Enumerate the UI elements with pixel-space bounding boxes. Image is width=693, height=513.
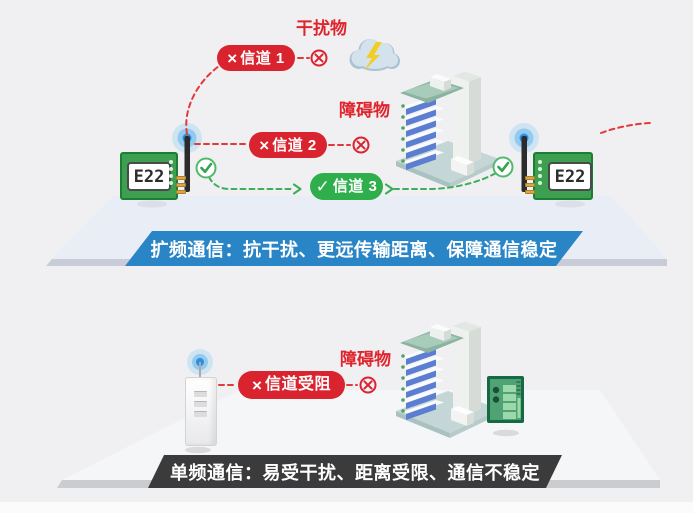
channel3-badge: ✓信道 3	[310, 173, 383, 200]
device-slot	[194, 391, 207, 397]
x-mark-icon: ×	[259, 135, 270, 155]
lightning-icon	[364, 42, 382, 71]
obstacle-label-top: 障碍物	[339, 101, 390, 120]
check-mark-icon: ✓	[315, 177, 330, 196]
interference-label: 干扰物	[296, 19, 347, 38]
cloud-lightning-icon	[349, 39, 400, 71]
spread-spectrum-banner: 扩频通信：抗干扰、更远传输距离、保障通信稳定	[125, 231, 583, 266]
building-icon	[396, 321, 500, 438]
obstacle-label-bottom: 障碍物	[340, 350, 391, 369]
device-slot	[194, 401, 207, 407]
x-mark-icon: ×	[227, 48, 238, 68]
page-bottom-margin	[0, 502, 693, 513]
single-frequency-banner: 单频通信：易受干扰、距离受限、通信不稳定	[148, 455, 562, 488]
building-icon	[396, 71, 500, 188]
left-e22-module: E22	[120, 152, 186, 200]
device-shadow	[493, 429, 519, 437]
module-label: E22	[548, 162, 592, 191]
pcb-holes	[169, 160, 173, 185]
channel1-dashed-path	[185, 65, 220, 135]
pcb-pins	[525, 176, 535, 194]
channel2-label: 信道 2	[272, 136, 317, 154]
channel3-label: 信道 3	[332, 178, 378, 195]
x-mark-icon: ×	[252, 375, 262, 395]
blocked-circle-icon	[352, 136, 370, 154]
channel3-dashed-path-left	[208, 176, 293, 190]
pcb-holes	[538, 160, 542, 185]
device-slot	[194, 411, 207, 417]
blocked-circle-icon	[310, 49, 328, 67]
right-module-shadow	[555, 200, 585, 208]
module-label: E22	[127, 162, 171, 191]
check-circle-icon	[492, 156, 514, 178]
blocked-channel-badge: ×信道受阻	[238, 371, 345, 399]
single-frequency-device	[185, 377, 217, 446]
pcb-pins	[176, 176, 186, 194]
blocked-channel-label: 信道受阻	[264, 376, 331, 393]
arrow-chevron-icon	[292, 183, 302, 195]
channel3-dashed-path-right	[393, 172, 497, 190]
check-circle-icon	[195, 157, 217, 179]
left-module-shadow	[137, 200, 167, 208]
device-shadow	[185, 446, 211, 454]
channel1-badge: ×信道 1	[217, 45, 295, 71]
arrow-chevron-icon	[384, 183, 394, 195]
receiver-device-icon	[487, 376, 524, 423]
channel1-label: 信道 1	[240, 49, 285, 67]
blocked-circle-icon	[359, 376, 377, 394]
red-dashed-stray	[600, 122, 651, 134]
right-e22-module: E22	[525, 152, 593, 200]
channel2-badge: ×信道 2	[249, 132, 327, 158]
